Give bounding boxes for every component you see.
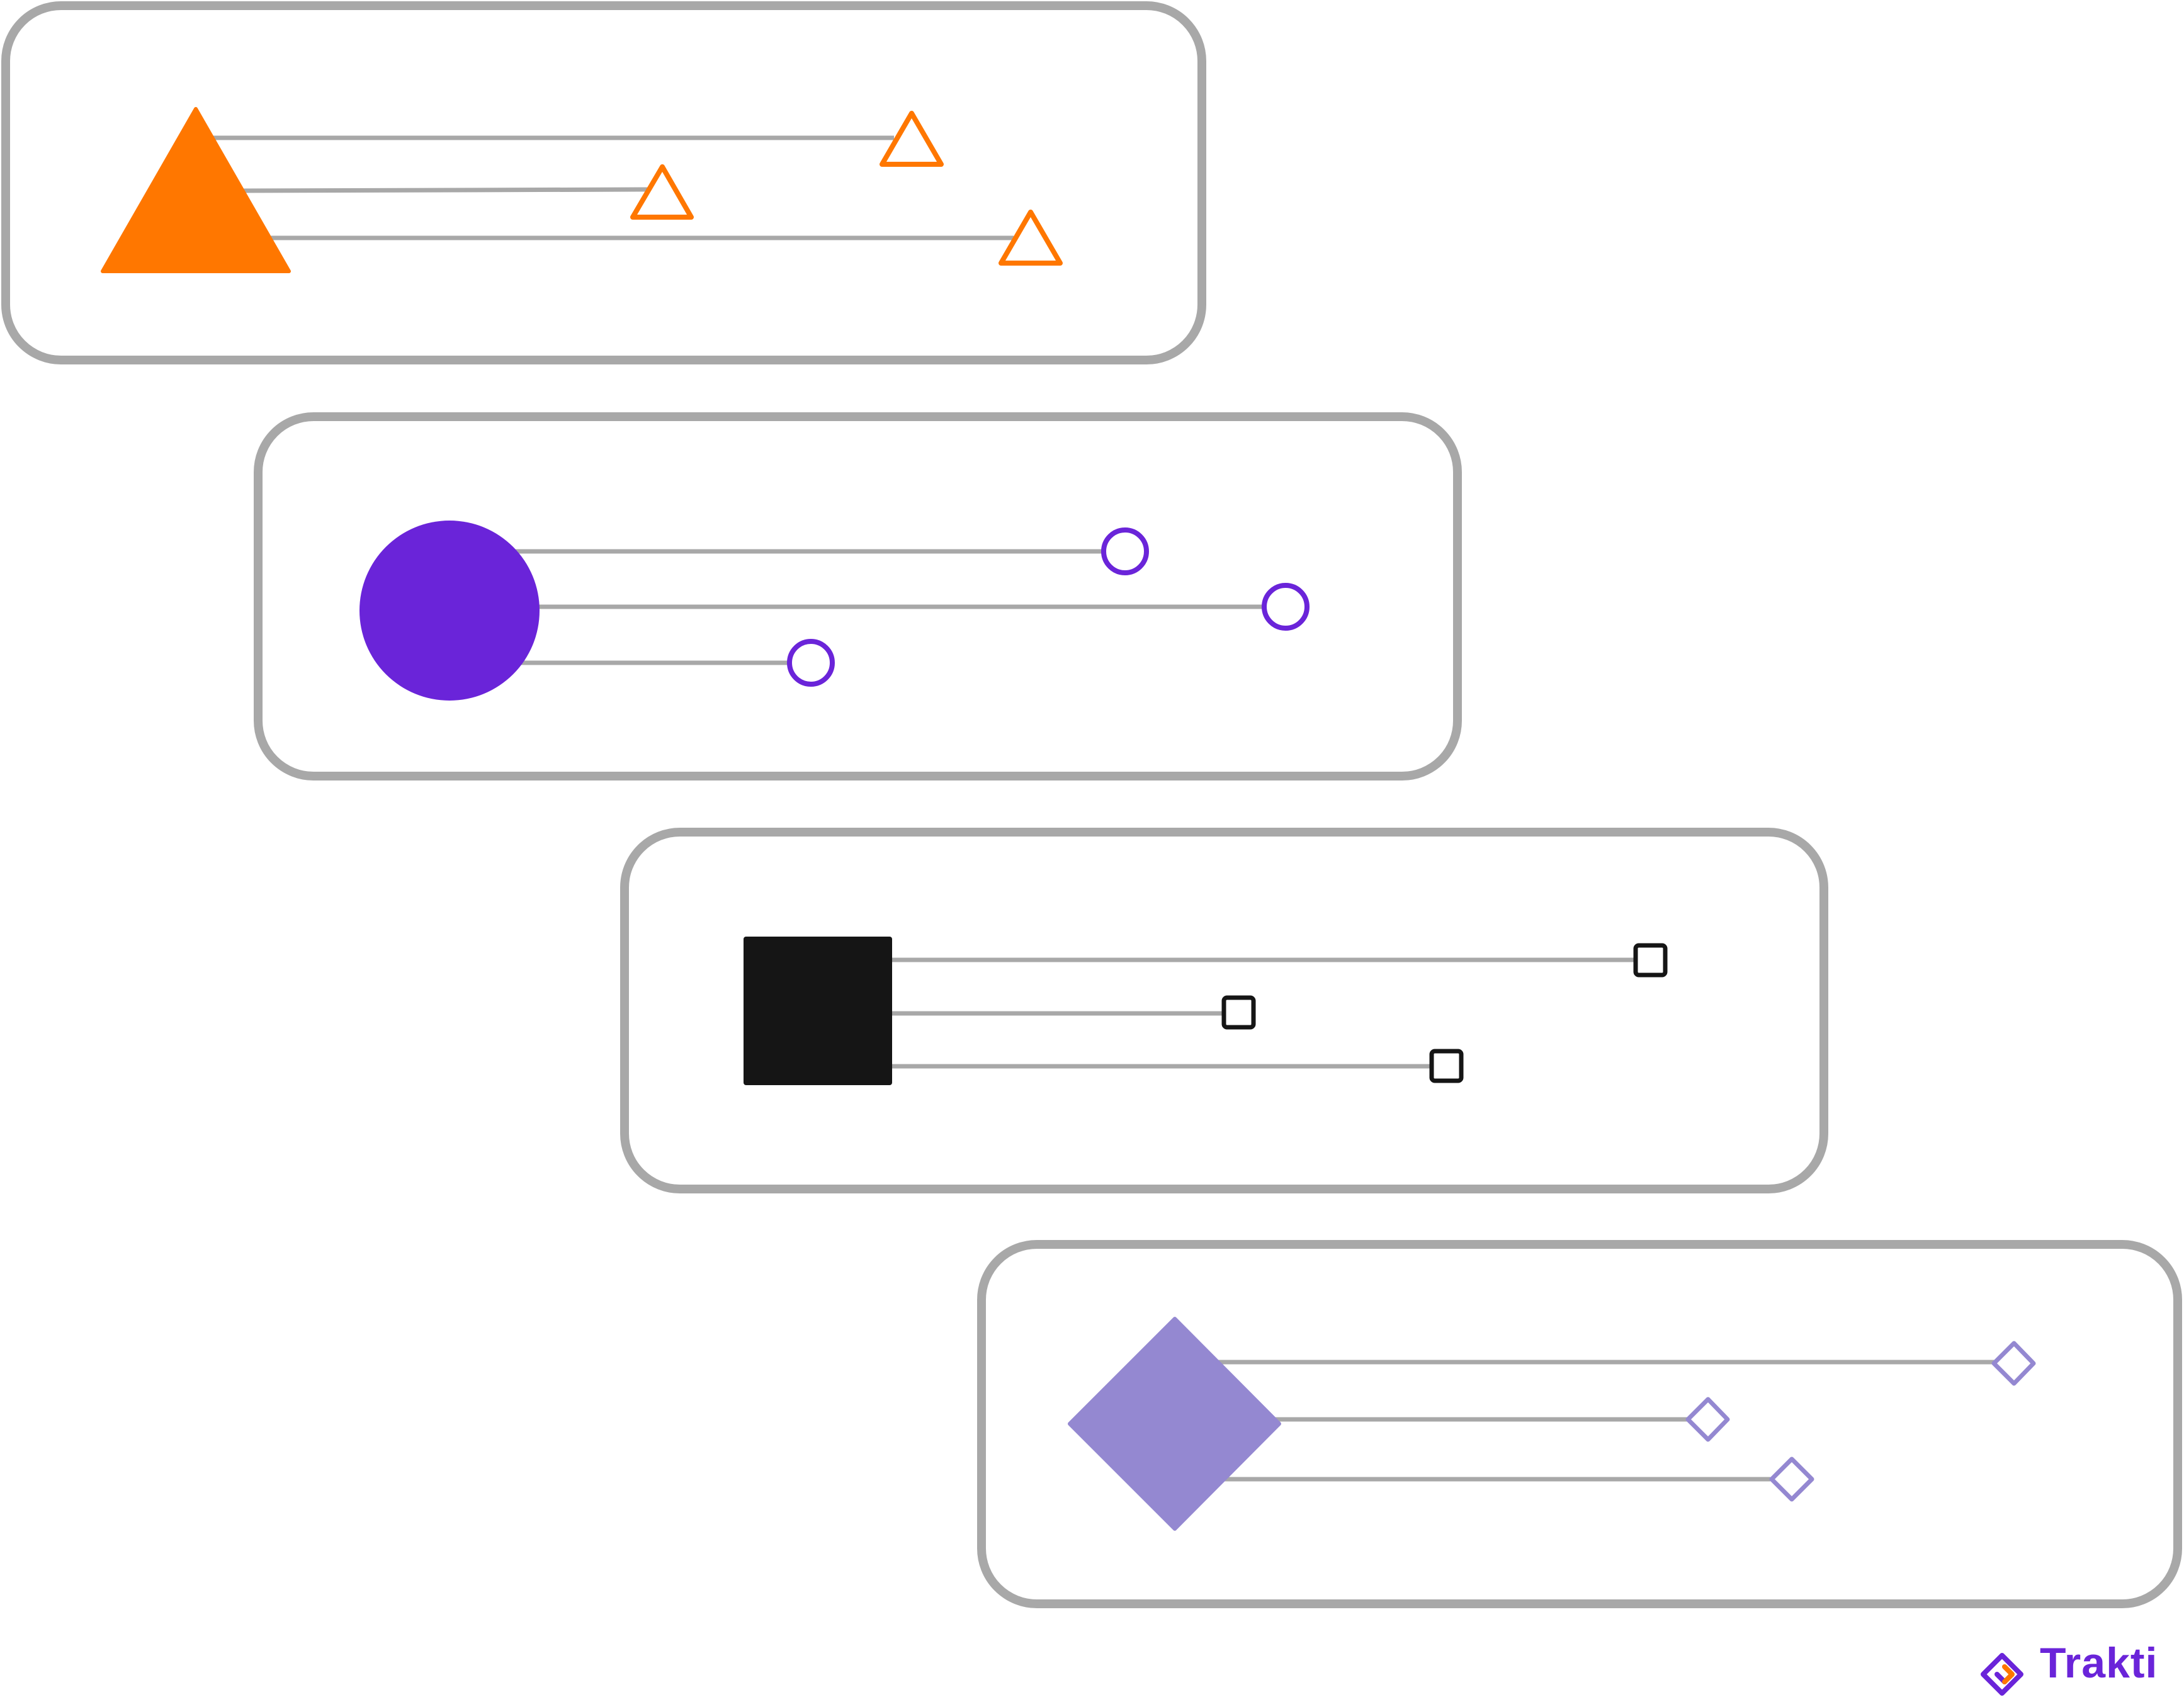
small-triangle-2: [630, 164, 694, 220]
small-square-1: [1633, 943, 1668, 978]
circle-group: [254, 412, 1462, 781]
small-triangle-1: [880, 111, 944, 167]
diamond-group-frame: [977, 1240, 2182, 1608]
trakti-logo-text: Trakti: [2040, 1639, 2158, 1687]
triangle-group: [1, 1, 1206, 364]
small-diamond-2: [1685, 1397, 1730, 1442]
square-group-frame: [620, 828, 1828, 1193]
small-circle-1: [1101, 527, 1149, 575]
triangle-group-frame: [1, 1, 1206, 364]
square-group: [620, 828, 1828, 1193]
small-diamond-1: [1991, 1341, 2036, 1386]
triangle-connector-2: [240, 187, 650, 193]
trakti-logo-icon: [1981, 1653, 2023, 1696]
primary-circle: [359, 521, 540, 701]
small-square-2: [1221, 995, 1256, 1030]
small-square-3: [1429, 1049, 1464, 1083]
small-circle-3: [787, 639, 835, 687]
circle-group-frame: [254, 412, 1462, 781]
primary-square: [744, 937, 892, 1085]
small-circle-2: [1262, 583, 1310, 631]
diamond-group: [977, 1240, 2182, 1608]
small-triangle-3: [999, 210, 1063, 266]
small-diamond-3: [1769, 1457, 1814, 1502]
primary-diamond: [1068, 1317, 1281, 1531]
primary-triangle: [101, 107, 291, 273]
